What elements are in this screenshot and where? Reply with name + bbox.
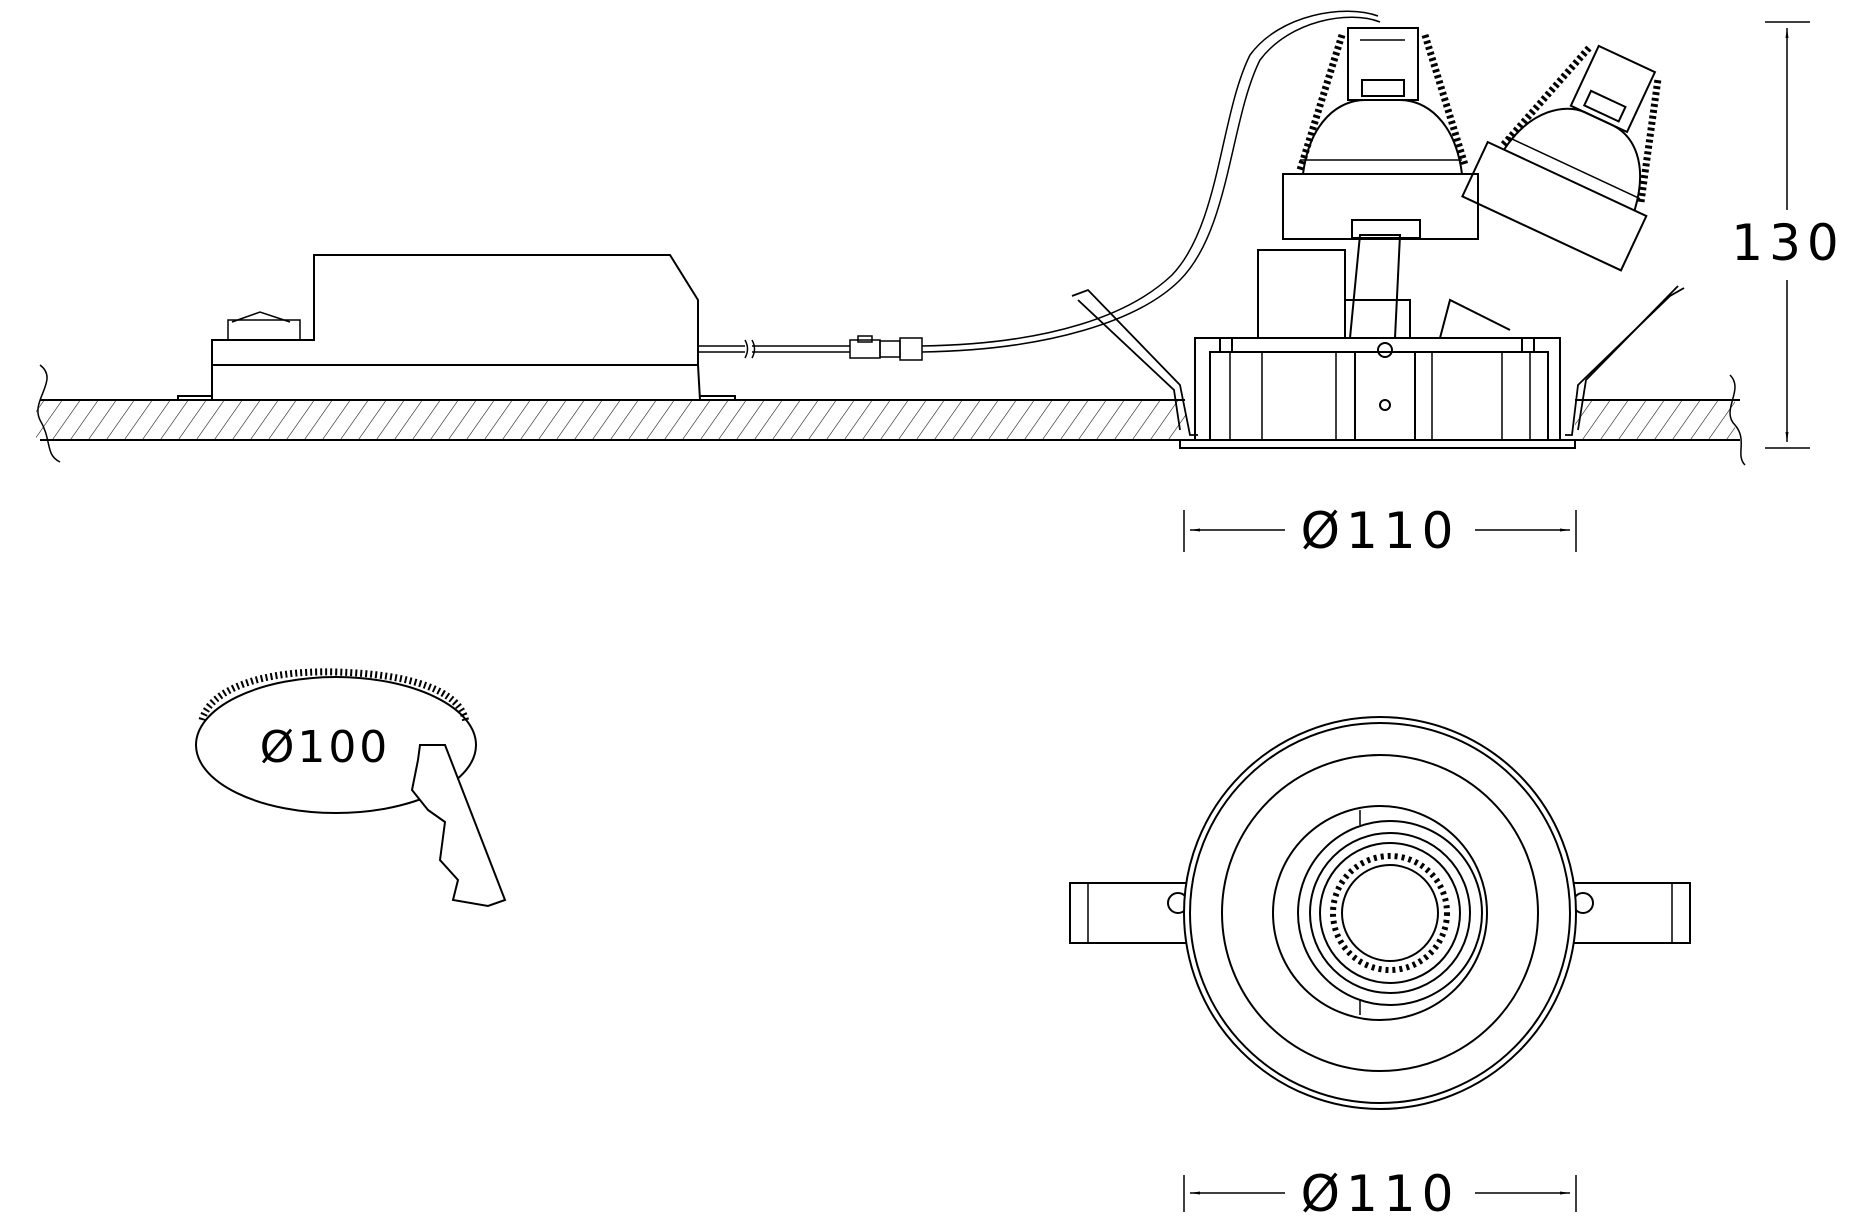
top-view bbox=[1069, 716, 1691, 1110]
cutout-symbol bbox=[195, 668, 507, 908]
top-width-dimension bbox=[1183, 1175, 1577, 1212]
lamp-tilted bbox=[1461, 44, 1662, 272]
top-width-label: Ø110 bbox=[1301, 1165, 1460, 1218]
side-width-label: Ø110 bbox=[1301, 502, 1460, 560]
luminaire-housing bbox=[1179, 234, 1576, 449]
driver-box bbox=[177, 254, 736, 401]
cutout-label: Ø100 bbox=[260, 722, 391, 773]
height-dimension bbox=[1765, 21, 1810, 449]
height-dimension-label: 130 bbox=[1731, 214, 1844, 272]
ceiling-section bbox=[36, 364, 1746, 466]
side-view bbox=[36, 10, 1746, 466]
cable bbox=[698, 10, 1381, 361]
lamp-upright bbox=[1282, 27, 1479, 240]
spring-clips bbox=[1071, 285, 1685, 436]
side-width-dimension bbox=[1183, 510, 1577, 552]
